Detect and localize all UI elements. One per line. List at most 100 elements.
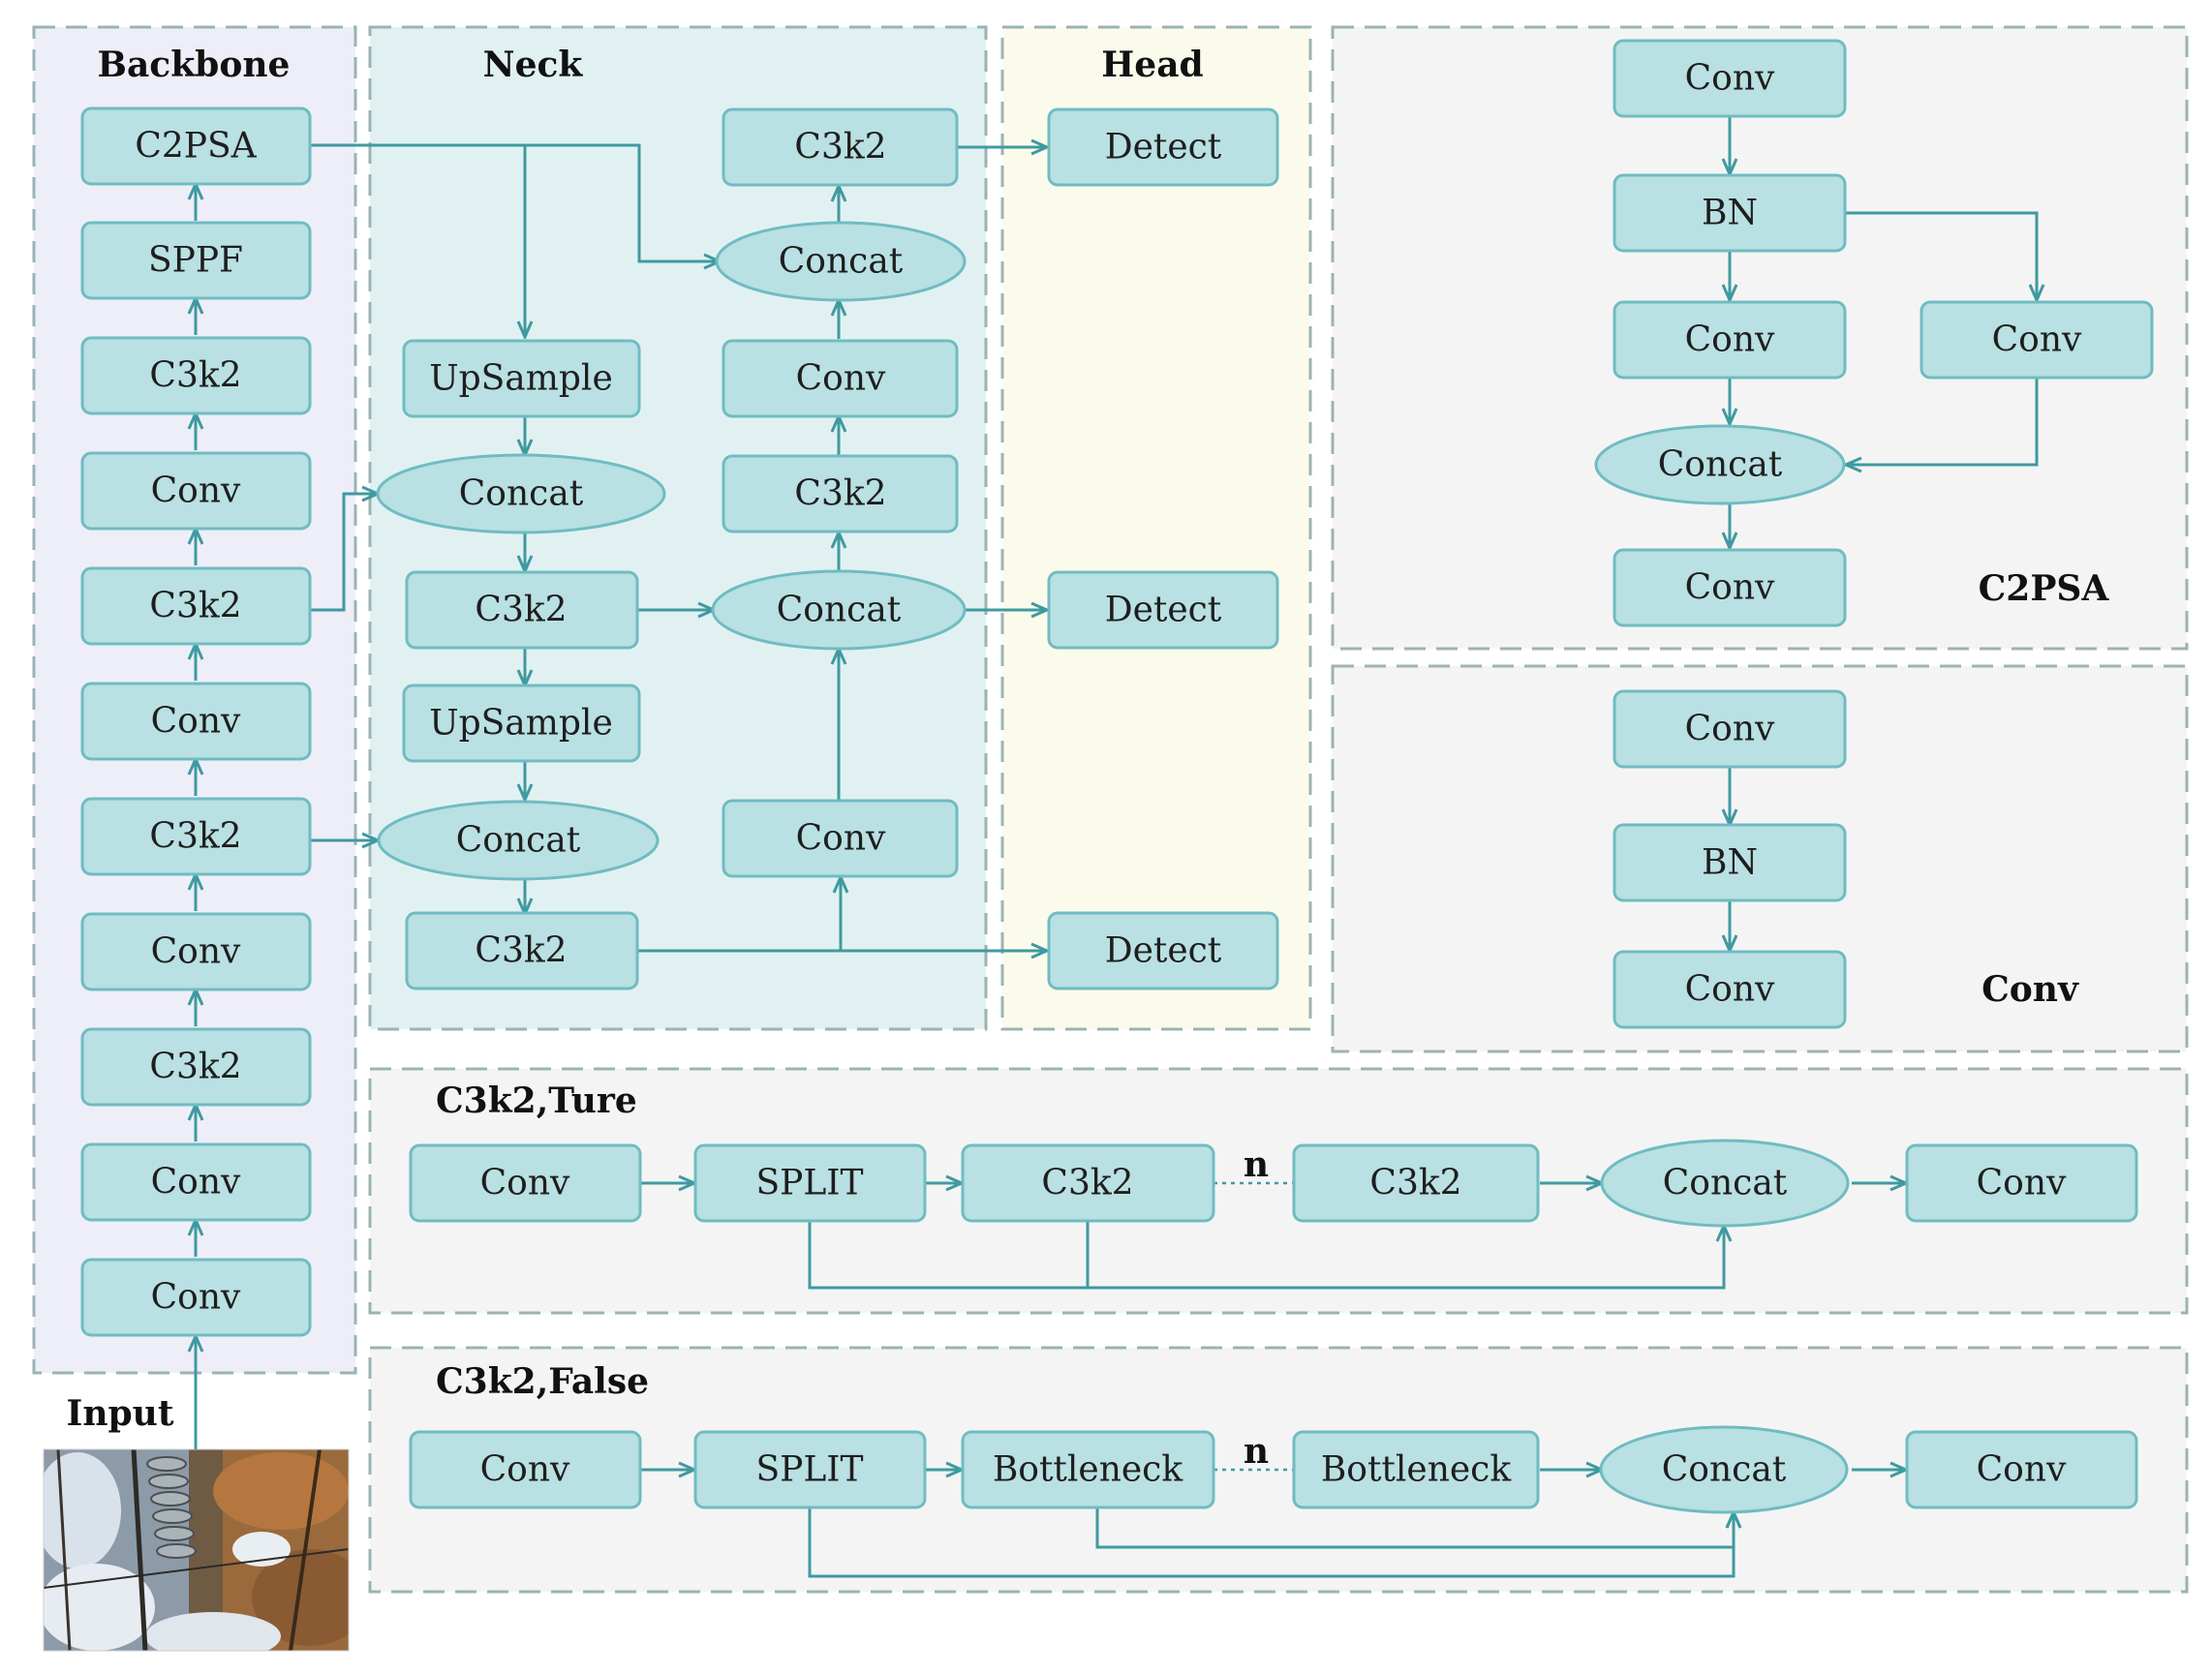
backbone-node-c3k2-1-label: C3k2 <box>149 1048 241 1087</box>
c3k2-true-title: C3k2,Ture <box>436 1080 637 1121</box>
neck-node-conv-low: Conv <box>722 799 959 878</box>
true-node-concat-label: Concat <box>1663 1164 1788 1203</box>
neck-node-c3k2-2-label: C3k2 <box>475 931 567 971</box>
neck-node-concat-1: Concat <box>376 453 666 534</box>
neck-node-c3k2-1-label: C3k2 <box>475 591 567 630</box>
neck-node-concat-2: Concat <box>377 800 660 881</box>
backbone-node-c3k2-1: C3k2 <box>80 1027 312 1107</box>
backbone-node-c3k2-4-label: C3k2 <box>149 356 241 396</box>
c2psa-node-concat-label: Concat <box>1658 445 1783 485</box>
false-node-bottleneck-2-label: Bottleneck <box>1321 1450 1513 1490</box>
false-node-conv-out: Conv <box>1905 1430 2138 1509</box>
c2psa-node-concat: Concat <box>1594 424 1846 505</box>
arrow-c3k2-to-concat1 <box>310 494 378 612</box>
true-node-concat: Concat <box>1600 1139 1850 1228</box>
repeat-label-false: n <box>1244 1431 1269 1472</box>
arrow-false-bottleneck-bypass <box>1095 1508 1734 1549</box>
c2psa-node-conv-1-label: Conv <box>1685 59 1775 99</box>
false-node-bottleneck-1-label: Bottleneck <box>993 1450 1184 1490</box>
neck-node-concat-top-label: Concat <box>779 242 904 282</box>
neck-node-upsample-1-label: UpSample <box>429 359 613 399</box>
c2psa-title: C2PSA <box>1979 568 2110 609</box>
c2psa-node-conv-2: Conv <box>1613 300 1847 380</box>
true-node-conv-in-label: Conv <box>480 1164 570 1203</box>
backbone-node-sppf: SPPF <box>80 221 312 300</box>
c2psa-node-conv-out: Conv <box>1613 548 1847 627</box>
neck-node-concat-mid-label: Concat <box>777 591 902 630</box>
backbone-node-c3k2-3: C3k2 <box>80 566 312 646</box>
backbone-node-conv-3: Conv <box>80 682 312 761</box>
true-node-c3k2-1-label: C3k2 <box>1041 1164 1133 1203</box>
backbone-node-conv-4: Conv <box>80 451 312 531</box>
convblock-node-conv-2: Conv <box>1613 950 1847 1029</box>
true-node-conv-in: Conv <box>409 1143 642 1223</box>
c3k2-true-panel <box>368 1067 2189 1315</box>
backbone-node-conv-0-label: Conv <box>151 1278 241 1318</box>
input-photo <box>44 1449 349 1651</box>
head-node-detect-2-label: Detect <box>1105 591 1222 630</box>
neck-node-conv-top: Conv <box>722 339 959 418</box>
connectors: n n <box>196 116 2039 1578</box>
neck-node-conv-low-label: Conv <box>796 819 886 859</box>
neck-node-concat-2-label: Concat <box>456 821 581 861</box>
neck-node-c3k2-mid: C3k2 <box>722 454 959 533</box>
false-node-conv-in-label: Conv <box>480 1450 570 1490</box>
arrow-c2psa-to-top-concat <box>525 143 720 261</box>
backbone-node-c3k2-2: C3k2 <box>80 797 312 876</box>
c2psa-node-conv-1: Conv <box>1613 39 1847 118</box>
arrow-true-split-bypass <box>808 1222 1724 1290</box>
convblock-node-conv-2-label: Conv <box>1685 970 1775 1010</box>
true-node-c3k2-2-label: C3k2 <box>1369 1164 1461 1203</box>
head-title: Head <box>1101 45 1203 85</box>
conv-title: Conv <box>1982 969 2079 1010</box>
c2psa-node-conv-side: Conv <box>1920 300 2154 380</box>
false-node-concat: Concat <box>1599 1425 1849 1514</box>
backbone-node-c3k2-3-label: C3k2 <box>149 587 241 626</box>
neck-title: Neck <box>483 45 584 85</box>
false-node-split: SPLIT <box>693 1430 927 1509</box>
backbone-title: Backbone <box>98 45 291 85</box>
head-node-detect-3-label: Detect <box>1105 931 1222 971</box>
repeat-label-true: n <box>1244 1144 1269 1185</box>
convblock-node-conv-1: Conv <box>1613 689 1847 769</box>
convblock-node-bn-label: BN <box>1702 843 1758 883</box>
neck-node-c3k2-mid-label: C3k2 <box>794 474 886 514</box>
neck-node-upsample-2: UpSample <box>402 684 641 763</box>
neck-node-upsample-1: UpSample <box>402 339 641 418</box>
backbone-node-conv-3-label: Conv <box>151 702 241 742</box>
true-node-split: SPLIT <box>693 1143 927 1223</box>
head-node-detect-1: Detect <box>1047 107 1279 187</box>
false-node-conv-in: Conv <box>409 1430 642 1509</box>
c2psa-node-conv-side-label: Conv <box>1992 320 2082 360</box>
c3k2-false-title: C3k2,False <box>436 1361 649 1402</box>
neck-node-concat-mid: Concat <box>711 569 967 651</box>
head-node-detect-1-label: Detect <box>1105 128 1222 167</box>
c2psa-node-bn: BN <box>1613 173 1847 253</box>
true-node-conv-out-label: Conv <box>1977 1164 2067 1203</box>
backbone-node-sppf-label: SPPF <box>148 241 243 281</box>
backbone-node-conv-0: Conv <box>80 1258 312 1337</box>
backbone-node-c3k2-4: C3k2 <box>80 336 312 415</box>
neck-node-conv-top-label: Conv <box>796 359 886 399</box>
false-node-split-label: SPLIT <box>755 1450 863 1490</box>
backbone-node-conv-1: Conv <box>80 1142 312 1222</box>
backbone-node-conv-2-label: Conv <box>151 932 241 972</box>
neck-node-c3k2-1: C3k2 <box>405 570 639 650</box>
true-node-conv-out: Conv <box>1905 1143 2138 1223</box>
c2psa-node-conv-2-label: Conv <box>1685 320 1775 360</box>
backbone-node-conv-2: Conv <box>80 912 312 991</box>
false-node-bottleneck-1: Bottleneck <box>961 1430 1215 1509</box>
arrow-c2psa-bn-to-side-conv <box>1846 211 2037 300</box>
neck-node-c3k2-2: C3k2 <box>405 911 639 990</box>
true-node-c3k2-2: C3k2 <box>1292 1143 1540 1223</box>
convblock-node-bn: BN <box>1613 823 1847 902</box>
backbone-node-conv-4-label: Conv <box>151 472 241 511</box>
head-panel <box>1000 25 1312 1031</box>
backbone-node-conv-1-label: Conv <box>151 1163 241 1202</box>
convblock-node-conv-1-label: Conv <box>1685 710 1775 749</box>
false-node-bottleneck-2: Bottleneck <box>1292 1430 1540 1509</box>
false-node-conv-out-label: Conv <box>1977 1450 2067 1490</box>
true-node-c3k2-1: C3k2 <box>961 1143 1215 1223</box>
arrow-c2psa-side-to-concat <box>1846 378 2039 465</box>
